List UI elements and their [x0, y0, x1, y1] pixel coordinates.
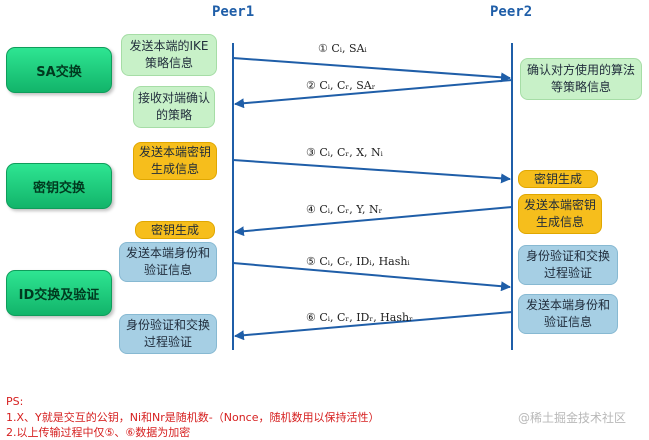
- watermark: @稀土掘金技术社区: [518, 411, 627, 425]
- notes-line-2: 2.以上传输过程中仅⑤、⑥数据为加密: [6, 426, 191, 439]
- phase-key-exchange: 密钥交换: [6, 163, 112, 209]
- message-arrow-3: [232, 159, 511, 184]
- message-label-4: ④ Cᵢ, Cᵣ, Y, Nᵣ: [306, 203, 383, 216]
- peer2-key-generated: 密钥生成: [518, 170, 598, 188]
- phase-sa-exchange: SA交换: [6, 47, 112, 93]
- peer2-send-identity: 发送本端身份和验证信息: [518, 294, 618, 334]
- peer2-title: Peer2: [490, 4, 533, 20]
- message-arrow-2: [234, 79, 513, 109]
- message-label-3: ③ Cᵢ, Cᵣ, X, Nᵢ: [306, 146, 383, 159]
- phase-id-exchange: ID交换及验证: [6, 270, 112, 316]
- peer1-key-generated: 密钥生成: [135, 221, 215, 239]
- message-arrow-4: [234, 206, 513, 237]
- peer2-send-key-info: 发送本端密钥生成信息: [518, 194, 602, 234]
- peer1-receive-policy: 接收对端确认的策略: [133, 86, 215, 128]
- message-arrow-5: [232, 262, 511, 292]
- message-arrow-6: [234, 311, 513, 341]
- peer1-send-identity: 发送本端身份和验证信息: [119, 242, 217, 282]
- message-label-6: ⑥ Cᵢ, Cᵣ, IDᵣ, Hashᵣ: [306, 311, 413, 324]
- message-label-5: ⑤ Cᵢ, Cᵣ, IDᵢ, Hashᵢ: [306, 255, 410, 268]
- notes-line-1: 1.X、Y就是交互的公钥，Ni和Nr是随机数-（Nonce，随机数用以保持活性）: [6, 411, 380, 424]
- peer2-verify-identity: 身份验证和交换过程验证: [518, 245, 618, 285]
- peer2-confirm-policy: 确认对方使用的算法等策略信息: [520, 58, 642, 100]
- message-label-2: ② Cᵢ, Cᵣ, SAᵣ: [306, 79, 376, 92]
- peer1-verify-identity: 身份验证和交换过程验证: [119, 314, 217, 354]
- peer1-title: Peer1: [212, 4, 255, 20]
- notes-title: PS:: [6, 395, 24, 408]
- message-arrow-1: [232, 57, 511, 83]
- peer1-send-key-info: 发送本端密钥生成信息: [133, 142, 217, 180]
- peer1-send-ike-policy: 发送本端的IKE策略信息: [121, 34, 217, 76]
- message-label-1: ① Cᵢ, SAᵢ: [318, 42, 367, 55]
